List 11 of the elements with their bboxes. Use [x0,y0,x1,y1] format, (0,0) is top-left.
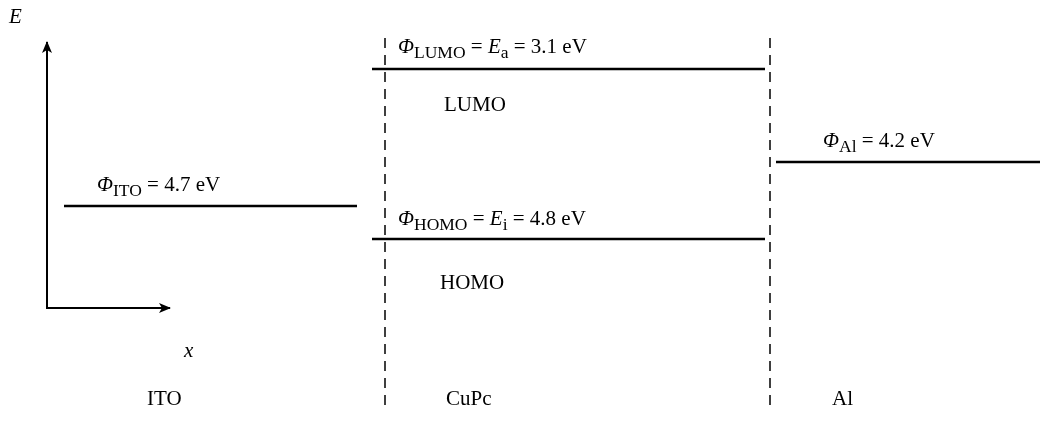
level-name: HOMO [440,270,505,294]
energy-level-label: Φ$_{ITO}$ = 4.7 eV [97,172,221,203]
level-name: LUMO [444,92,506,116]
energy-level-label: Φ$_{LUMO}$ = E$_{a}$ = 3.1 eV [398,34,587,65]
energy-level-label: Φ$_{HOMO}$ = E$_{i}$ = 4.8 eV [398,206,586,237]
axis-label: x [184,338,194,362]
axis-label: E [9,4,22,28]
material-label: Al [832,386,853,410]
material-label: CuPc [446,386,492,410]
energy-level-label: Φ$_{Al}$ = 4.2 eV [823,128,935,159]
material-label: ITO [147,386,182,410]
